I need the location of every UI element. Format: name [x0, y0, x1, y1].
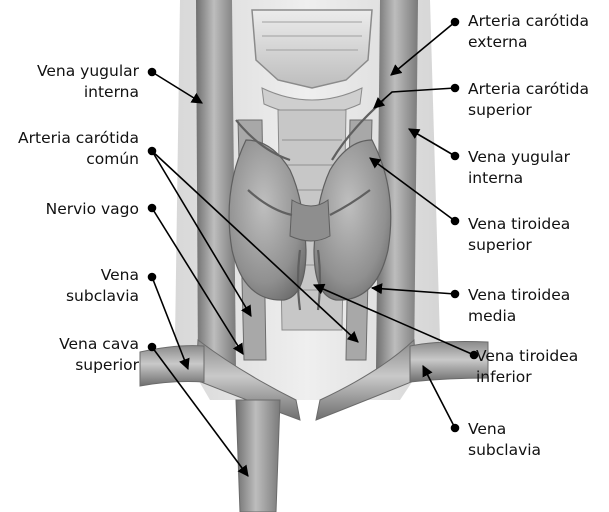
leader-carotida-comun-1 — [152, 151, 251, 316]
label-vena-yugular-interna-left: Vena yugular interna — [37, 61, 139, 103]
leader-tiroidea-superior — [370, 158, 455, 221]
label-arteria-carotida-superior: Arteria carótida superior — [468, 79, 589, 121]
label-vena-yugular-interna-right: Vena yugular interna — [468, 147, 570, 189]
leader-carotida-comun-2 — [152, 151, 358, 342]
leader-cava-superior — [152, 347, 248, 476]
leader-carotida-superior — [374, 88, 455, 108]
label-vena-tiroidea-inferior: Vena tiroidea inferior — [476, 346, 578, 388]
label-vena-cava-superior: Vena cava superior — [59, 334, 139, 376]
leader-tiroidea-inferior — [314, 285, 474, 355]
label-arteria-carotida-externa: Arteria carótida externa — [468, 11, 589, 53]
leader-tiroidea-media — [372, 288, 455, 294]
label-vena-tiroidea-superior: Vena tiroidea superior — [468, 214, 570, 256]
label-vena-tiroidea-media: Vena tiroidea media — [468, 285, 570, 327]
leader-yugular-int-right — [409, 129, 455, 156]
label-vena-subclavia-right: Vena subclavia — [468, 419, 541, 461]
leader-carotida-externa — [391, 22, 455, 75]
label-nervio-vago: Nervio vago — [46, 199, 139, 220]
leader-subclavia-right — [423, 366, 455, 428]
label-arteria-carotida-comun: Arteria carótida común — [18, 128, 139, 170]
label-vena-subclavia-left: Vena subclavia — [66, 265, 139, 307]
leader-yugular-int-left — [152, 72, 202, 103]
